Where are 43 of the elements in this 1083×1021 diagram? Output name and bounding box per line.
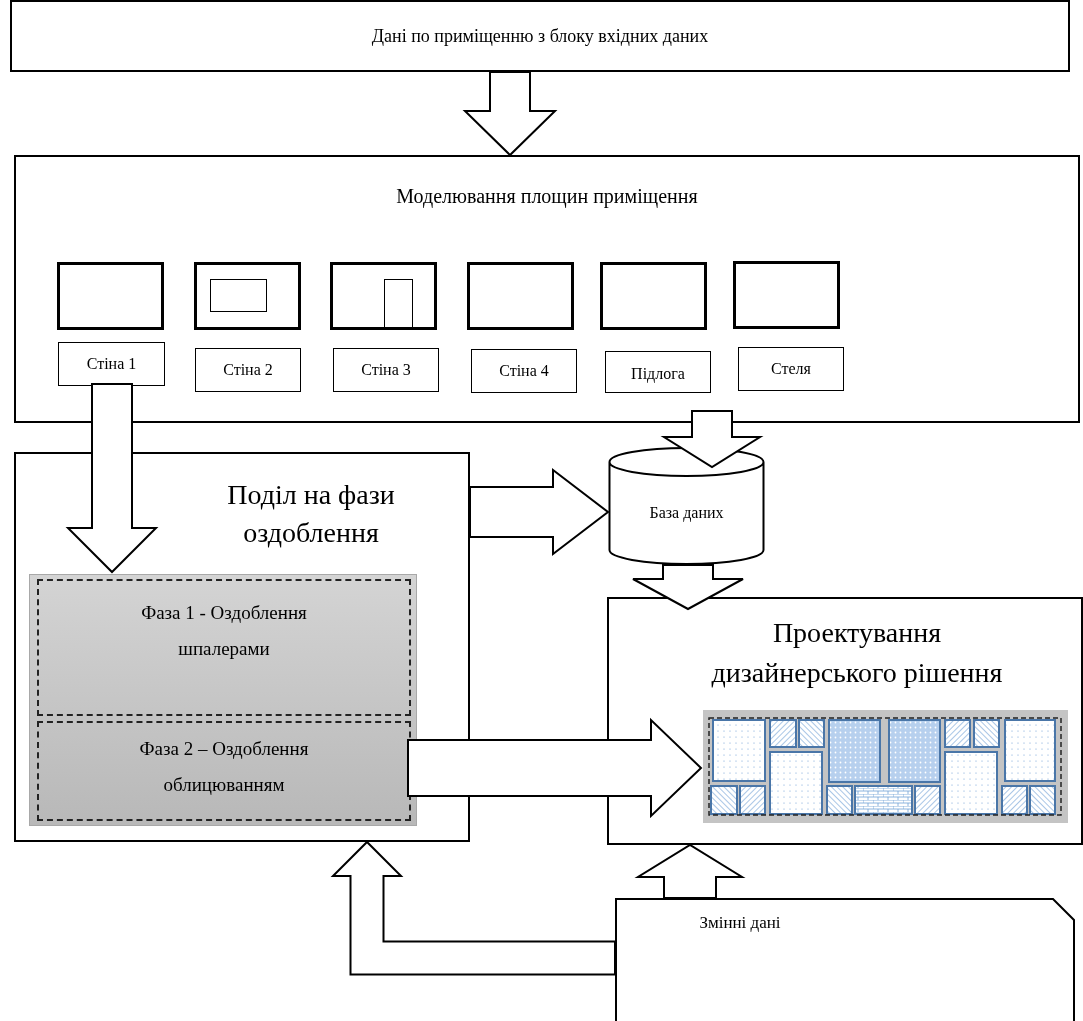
box-label: Підлога <box>631 364 685 385</box>
box-label: Стіна 3 <box>361 360 411 380</box>
box-label: Стіна 2 <box>223 360 273 380</box>
document-shape <box>615 898 1075 1021</box>
block-arrow <box>407 717 703 819</box>
panel-title: Поділ на фази оздоблення <box>227 479 395 548</box>
box-label: Фаза 1 - Оздоблення шпалерами <box>141 602 307 659</box>
input-data-box <box>10 0 1070 72</box>
design-panel <box>607 597 1083 845</box>
wall-label-box <box>195 348 301 392</box>
wall-label-box <box>333 348 439 392</box>
box-label: Дані по приміщенню з блоку вхідних даних <box>371 24 709 48</box>
box-label: Стеля <box>771 359 811 379</box>
floor-label-box <box>605 351 711 393</box>
block-arrow <box>469 467 610 557</box>
floor-outline <box>600 262 707 330</box>
block-arrow <box>462 71 558 157</box>
block-arrow <box>660 410 764 469</box>
block-arrow <box>65 383 159 574</box>
box-label: Стіна 4 <box>499 361 549 381</box>
panel-title: Моделювання площин приміщення <box>396 185 698 207</box>
phases-background <box>29 574 417 826</box>
panel-title: Проектування дизайнерського рішення <box>711 617 1003 688</box>
wall-with-window-outline <box>194 262 301 330</box>
wall-outline <box>57 262 164 330</box>
wall-label-box <box>471 349 577 393</box>
block-arrow <box>634 843 746 899</box>
wall-label-box <box>58 342 165 386</box>
modelling-panel <box>14 155 1080 423</box>
phase-box <box>37 579 411 716</box>
wall-with-door-outline <box>330 262 437 330</box>
database-cylinder <box>608 447 765 565</box>
phases-panel <box>14 452 470 842</box>
box-label: База даних <box>649 504 724 521</box>
block-arrow <box>330 840 616 976</box>
block-arrow <box>632 564 744 611</box>
ceiling-outline <box>733 261 840 329</box>
wall-outline <box>467 262 574 330</box>
ceiling-label-box <box>738 347 844 391</box>
box-label: Стіна 1 <box>86 354 137 374</box>
box-label: Змінні дані <box>699 913 781 932</box>
tile-layout-drawing <box>703 710 1068 823</box>
box-label: Фаза 2 – Оздоблення облицюванням <box>139 738 309 795</box>
